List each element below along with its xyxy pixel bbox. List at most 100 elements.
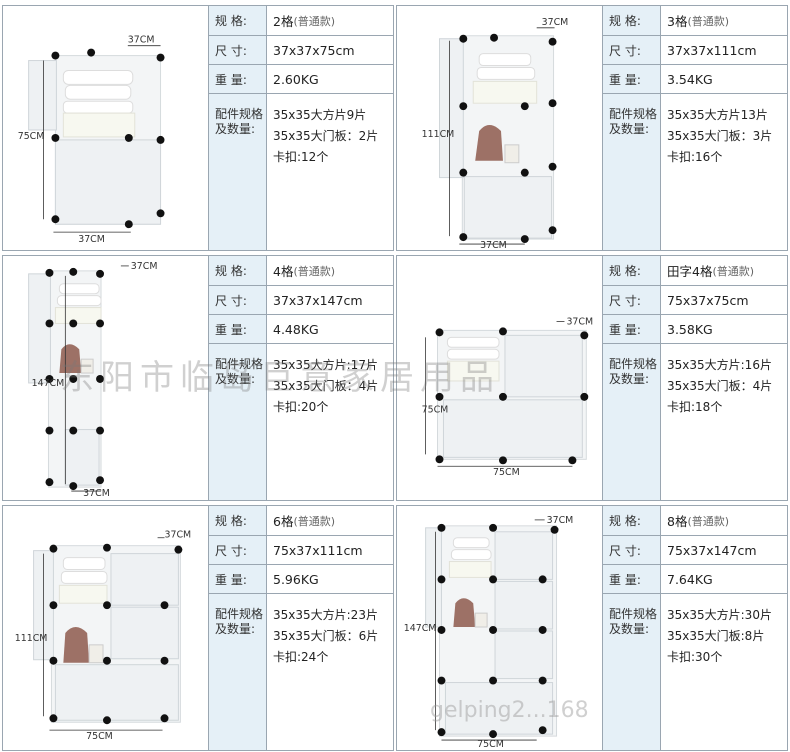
spec-table: 规 格: 3格(普通款) 尺 寸: 37x37x111cm 重 量: 3.54K… (602, 6, 787, 250)
parts-line-1: 35x35大方片:23片 (273, 608, 378, 622)
spec-label: 规 格: (209, 6, 267, 35)
dim-side-label: 111CM (422, 129, 455, 140)
dim-bottom-label: 37CM (83, 488, 110, 499)
dim-bottom-label: 75CM (477, 739, 504, 750)
product-image-6grid: 37CM 111CM 75CM (3, 506, 208, 750)
parts-label: 配件规格及数量: (209, 94, 267, 250)
dim-top-label: 37CM (547, 515, 574, 526)
parts-line-1: 35x35大方片9片 (273, 108, 367, 122)
spec-note: (普通款) (293, 514, 336, 528)
parts-line-3: 卡扣:20个 (273, 400, 329, 414)
spec-table: 规 格: 田字4格(普通款) 尺 寸: 75x37x75cm 重 量: 3.58… (602, 256, 787, 500)
weight-label: 重 量: (209, 565, 267, 593)
parts-label: 配件规格及数量: (603, 594, 661, 750)
dim-bottom-label: 37CM (480, 240, 507, 250)
spec-note: (普通款) (687, 14, 730, 28)
weight-value: 5.96KG (273, 571, 319, 587)
spec-note: (普通款) (687, 514, 730, 528)
parts-line-2: 35x35大门板:8片 (667, 629, 765, 643)
spec-table: 规 格: 2格(普通款) 尺 寸: 37x37x75cm 重 量: 2.60KG… (208, 6, 393, 250)
size-value: 75x37x111cm (273, 542, 363, 558)
spec-value: 2格 (273, 14, 294, 29)
product-card-5: 37CM 111CM 75CM 规 格: 6格(普通款) 尺 寸: 75x37x… (2, 505, 394, 751)
parts-line-2: 35x35大门板：6片 (273, 629, 379, 643)
dim-side-label: 111CM (15, 633, 48, 644)
size-label: 尺 寸: (209, 536, 267, 564)
size-value: 75x37x147cm (667, 542, 757, 558)
parts-line-1: 35x35大方片:17片 (273, 358, 378, 372)
weight-value: 4.48KG (273, 321, 319, 337)
product-card-4: 37CM 75CM 75CM 规 格: 田字4格(普通款) 尺 寸: 75x37… (396, 255, 788, 501)
dim-side-label: 75CM (18, 131, 45, 142)
dim-bottom-label: 75CM (86, 731, 113, 742)
weight-value: 3.58KG (667, 321, 713, 337)
parts-label: 配件规格及数量: (209, 594, 267, 750)
weight-label: 重 量: (209, 65, 267, 93)
size-label: 尺 寸: (603, 286, 661, 314)
weight-label: 重 量: (603, 565, 661, 593)
dim-side-label: 147CM (32, 378, 65, 389)
size-value: 37x37x111cm (667, 42, 757, 58)
product-image-2grid: 37CM 75CM 37CM (3, 6, 208, 250)
dim-top-label: 37CM (566, 316, 593, 327)
dim-top-label: 37CM (542, 17, 569, 28)
parts-label: 配件规格及数量: (603, 94, 661, 250)
parts-line-3: 卡扣:24个 (273, 650, 329, 664)
size-label: 尺 寸: (603, 36, 661, 64)
parts-line-1: 35x35大方片13片 (667, 108, 768, 122)
product-image-tian4grid: 37CM 75CM 75CM (397, 256, 602, 500)
spec-value: 4格 (273, 264, 294, 279)
parts-line-1: 35x35大方片:30片 (667, 608, 772, 622)
dim-bottom-label: 75CM (493, 467, 520, 478)
product-image-3grid: 37CM 111CM 37CM (397, 6, 602, 250)
product-card-6: 37CM 147CM 75CM 规 格: 8格(普通款) 尺 寸: 75x37x… (396, 505, 788, 751)
weight-value: 7.64KG (667, 571, 713, 587)
weight-value: 2.60KG (273, 71, 319, 87)
product-image-8grid: 37CM 147CM 75CM (397, 506, 602, 750)
parts-line-1: 35x35大方片:16片 (667, 358, 772, 372)
spec-table: 规 格: 8格(普通款) 尺 寸: 75x37x147cm 重 量: 7.64K… (602, 506, 787, 750)
size-value: 37x37x75cm (273, 42, 355, 58)
parts-line-2: 35x35大门板：4片 (667, 379, 773, 393)
parts-label: 配件规格及数量: (209, 344, 267, 500)
spec-note: (普通款) (293, 14, 336, 28)
dim-top-label: 37CM (165, 530, 192, 541)
parts-line-2: 35x35大门板：4片 (273, 379, 379, 393)
size-label: 尺 寸: (603, 536, 661, 564)
spec-value: 8格 (667, 514, 688, 529)
parts-line-2: 35x35大门板：2片 (273, 129, 379, 143)
parts-line-3: 卡扣:16个 (667, 150, 723, 164)
dim-bottom-label: 37CM (78, 234, 105, 245)
parts-line-3: 卡扣:18个 (667, 400, 723, 414)
spec-value: 6格 (273, 514, 294, 529)
dim-side-label: 147CM (404, 623, 437, 634)
parts-line-3: 卡扣:30个 (667, 650, 723, 664)
weight-value: 3.54KG (667, 71, 713, 87)
weight-label: 重 量: (603, 315, 661, 343)
spec-label: 规 格: (603, 6, 661, 35)
spec-label: 规 格: (603, 506, 661, 535)
spec-note: (普通款) (293, 264, 336, 278)
spec-value: 3格 (667, 14, 688, 29)
product-card-2: 37CM 111CM 37CM 规 格: 3格(普通款) 尺 寸: 37x37x… (396, 5, 788, 251)
size-value: 37x37x147cm (273, 292, 363, 308)
product-image-4grid: 37CM 147CM 37CM (3, 256, 208, 500)
weight-label: 重 量: (209, 315, 267, 343)
spec-label: 规 格: (209, 256, 267, 285)
dim-side-label: 75CM (422, 405, 449, 416)
spec-label: 规 格: (603, 256, 661, 285)
product-card-1: 37CM 75CM 37CM 规 格: 2格(普通款) 尺 寸: 37x37x7… (2, 5, 394, 251)
spec-table: 规 格: 6格(普通款) 尺 寸: 75x37x111cm 重 量: 5.96K… (208, 506, 393, 750)
spec-value: 田字4格 (667, 264, 713, 279)
size-value: 75x37x75cm (667, 292, 749, 308)
dim-top-label: 37CM (128, 35, 155, 46)
spec-label: 规 格: (209, 506, 267, 535)
weight-label: 重 量: (603, 65, 661, 93)
size-label: 尺 寸: (209, 286, 267, 314)
parts-line-2: 35x35大门板：3片 (667, 129, 773, 143)
dim-top-label: 37CM (131, 261, 158, 272)
spec-table: 规 格: 4格(普通款) 尺 寸: 37x37x147cm 重 量: 4.48K… (208, 256, 393, 500)
product-card-3: 37CM 147CM 37CM 规 格: 4格(普通款) 尺 寸: 37x37x… (2, 255, 394, 501)
spec-note: (普通款) (712, 264, 755, 278)
parts-line-3: 卡扣:12个 (273, 150, 329, 164)
